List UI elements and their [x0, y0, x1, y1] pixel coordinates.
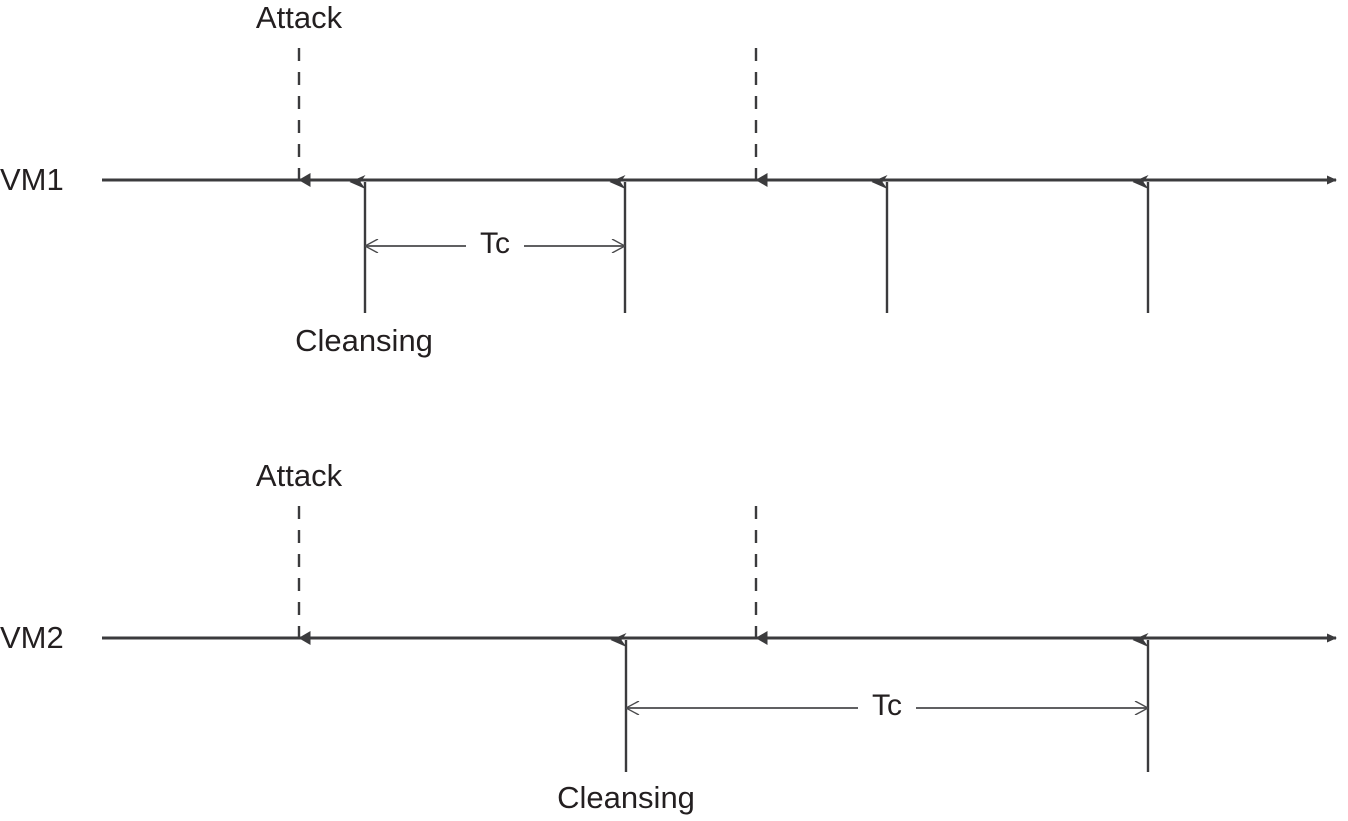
vm1-tc-label: Tc [466, 229, 524, 259]
vm1-attack-label: Attack [255, 0, 343, 35]
vm2-timeline-group [102, 506, 1337, 772]
vm2-tc-label: Tc [858, 691, 916, 721]
vm1-timeline-group [102, 48, 1337, 313]
vm1-axis-label: VM1 [0, 162, 64, 197]
vm2-cleansing-label: Cleansing [557, 780, 695, 815]
vm2-axis-label: VM2 [0, 620, 64, 655]
vm2-attack-label: Attack [255, 458, 343, 493]
vm1-cleansing-label: Cleansing [295, 323, 433, 358]
